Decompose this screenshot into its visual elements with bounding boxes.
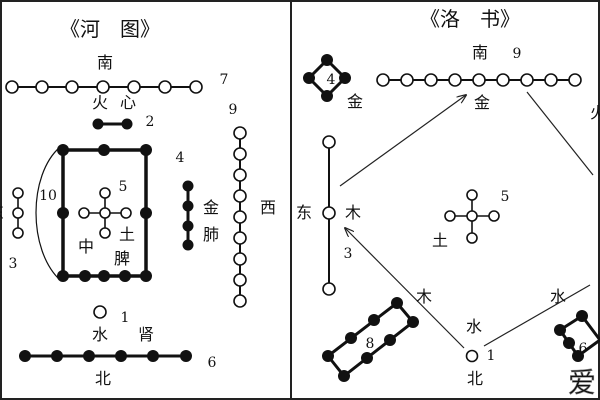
luoshu-arrow-wood-to-metal <box>339 95 466 187</box>
hetu-north-label: 北 <box>95 369 111 388</box>
luoshu-one-dot <box>465 349 479 363</box>
luoshu-eight-dots <box>322 297 419 382</box>
hetu-earth-label: 土 <box>119 225 135 244</box>
watermark-glyph: 爱 <box>568 366 596 399</box>
hetu-number-9: 9 <box>229 102 238 118</box>
hetu-number-3: 3 <box>9 256 18 272</box>
luoshu-metal-corner-label: 金 <box>347 92 363 111</box>
luoshu-number-3: 3 <box>344 246 353 262</box>
hetu-center-label: 中 <box>78 237 94 256</box>
hetu-one-dot <box>93 305 107 319</box>
hetu-heart-label: 心 <box>120 93 136 112</box>
luoshu-number-1: 1 <box>487 348 496 364</box>
luoshu-number-6: 6 <box>579 341 588 357</box>
hetu-number-6: 6 <box>208 355 217 371</box>
luoshu-number-8: 8 <box>366 336 375 352</box>
hetu-panel: 《河 图》 南 7 火 心 2 <box>0 17 276 388</box>
luoshu-wood-label: 木 <box>345 203 361 222</box>
hetu-south-label: 南 <box>97 53 113 72</box>
luoshu-water-arrow-label: 水 <box>550 287 566 306</box>
hetu-metal-label: 金 <box>203 198 219 217</box>
luoshu-wood-arrow-label: 木 <box>416 287 432 306</box>
luoshu-east-label: 东 <box>296 203 312 222</box>
luoshu-five-dots <box>444 189 500 244</box>
luoshu-number-9: 9 <box>513 46 522 62</box>
luoshu-south-dots <box>376 73 582 87</box>
hetu-ten-bracket <box>35 146 61 281</box>
hetu-title: 《河 图》 <box>60 17 160 41</box>
hetu-south-dots <box>5 80 203 94</box>
luoshu-earth-label: 土 <box>432 231 448 250</box>
luoshu-arrow-water-to-wood <box>345 228 465 349</box>
hetu-number-10: 10 <box>39 188 57 204</box>
hetu-four-dots <box>182 180 194 251</box>
luoshu-number-5: 5 <box>501 189 510 205</box>
luoshu-metal-label: 金 <box>474 93 490 112</box>
hetu-number-4: 4 <box>176 150 185 166</box>
hetu-number-5: 5 <box>119 179 128 195</box>
hetu-ten-dots <box>57 144 152 282</box>
luoshu-north-label: 北 <box>467 369 483 388</box>
hetu-spleen-label: 脾 <box>114 249 130 268</box>
hetu-number-2: 2 <box>146 114 155 130</box>
hetu-lung-label: 肺 <box>203 225 219 244</box>
hetu-three-dots <box>12 187 24 239</box>
luoshu-line-to-fire <box>526 91 594 176</box>
hetu-east-label: 东 <box>0 203 4 222</box>
hetu-west-dots <box>233 126 247 308</box>
luoshu-four-dots <box>303 54 351 102</box>
luoshu-water-label: 水 <box>466 317 482 336</box>
luoshu-title: 《洛 书》 <box>420 7 520 31</box>
hetu-two-dot <box>121 118 133 130</box>
hetu-water-label: 水 <box>92 325 108 344</box>
luoshu-number-4: 4 <box>327 72 336 88</box>
hetu-kidney-label: 肾 <box>138 325 154 344</box>
hetu-number-1: 1 <box>121 310 130 326</box>
luoshu-panel: 《洛 书》 4 金 南 9 金 火 <box>296 7 600 388</box>
hetu-fire-label: 火 <box>92 93 108 112</box>
hetu-number-7: 7 <box>220 72 229 88</box>
hetu-north-dots <box>19 350 192 362</box>
luoshu-line-water-to-six <box>483 284 591 347</box>
hetu-five-dots <box>78 187 132 239</box>
hetu-two-dot <box>92 118 104 130</box>
luoshu-six-dots <box>554 310 588 362</box>
luoshu-fire-label: 火 <box>590 103 600 122</box>
hetu-west-label: 西 <box>260 198 276 217</box>
luoshu-east-dots <box>322 135 336 296</box>
luoshu-south-label: 南 <box>472 43 488 62</box>
